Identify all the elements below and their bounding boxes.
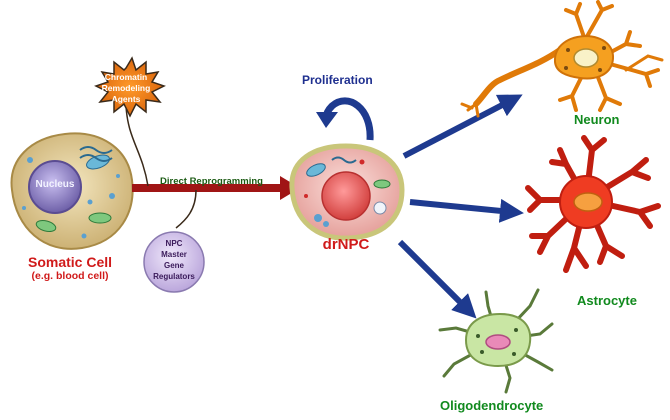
somatic-cell-icon	[10, 132, 134, 250]
chromatin-line: Remodeling	[101, 83, 151, 93]
somatic-cell-label: Somatic Cell	[27, 254, 113, 270]
proliferation-label: Proliferation	[302, 73, 373, 87]
direct-reprogramming-label: Direct Reprogramming	[160, 176, 263, 187]
oligodendrocyte-label: Oligodendrocyte	[440, 398, 544, 413]
arrow-to-astrocyte	[409, 198, 524, 223]
npc-line: Regulators	[153, 272, 195, 281]
chromatin-agents-badge	[94, 56, 166, 118]
chromatin-line: Chromatin	[104, 72, 148, 82]
chromatin-connector	[125, 105, 149, 187]
neuron-label: Neuron	[574, 112, 620, 127]
npc-line: Master	[161, 250, 187, 259]
regulators-connector	[175, 189, 197, 229]
somatic-cell-example: (e.g. blood cell)	[31, 270, 109, 282]
chromatin-agents-label: Chromatin Remodeling Agents	[86, 72, 166, 105]
npc-line: Gene	[163, 261, 184, 270]
npc-line: NPC	[165, 239, 183, 248]
arrow-to-oligodendrocyte	[397, 239, 477, 319]
drnpc-label: drNPC	[322, 236, 370, 253]
neuron-icon	[460, 0, 664, 118]
proliferation-loop-arrow	[316, 97, 374, 141]
astrocyte-icon	[525, 135, 661, 273]
nucleus-label: Nucleus	[35, 179, 75, 190]
astrocyte-label: Astrocyte	[577, 293, 637, 308]
oligodendrocyte-icon	[438, 288, 554, 394]
arrow-to-neuron	[402, 94, 523, 159]
drnpc-cell-icon	[289, 143, 405, 241]
chromatin-line: Agents	[111, 94, 141, 104]
npc-regulators-label: NPC Master Gene Regulators	[146, 238, 202, 282]
npc-regulators-circle	[143, 231, 205, 293]
